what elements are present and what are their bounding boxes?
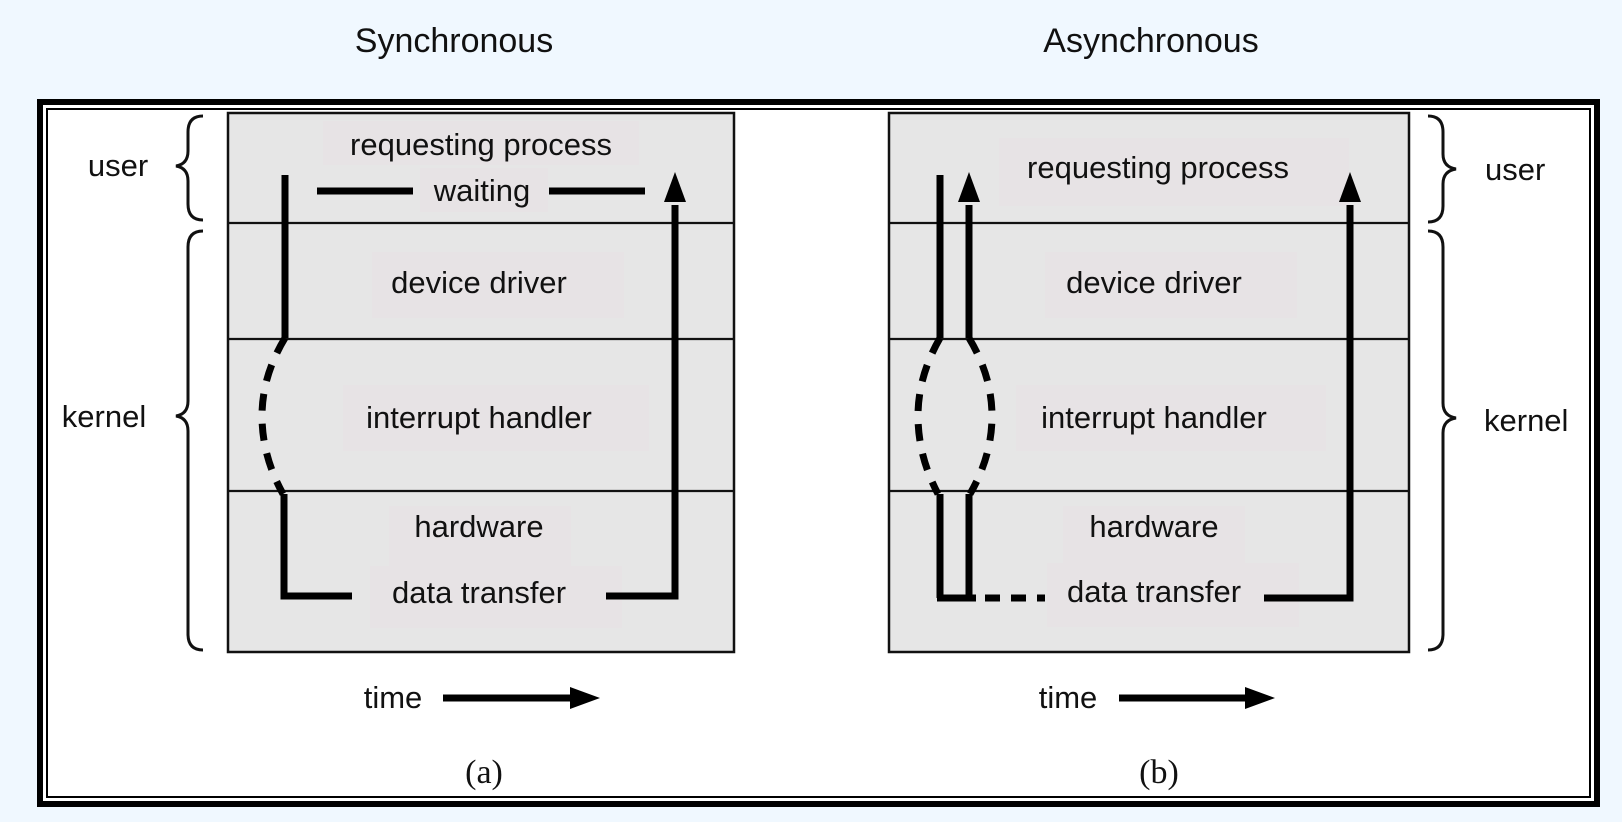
side-label-kernel: kernel [1484, 403, 1568, 438]
label-hardware: hardware [414, 509, 543, 544]
panel-synchronous: requesting process waiting device driver… [62, 111, 736, 791]
side-label-user: user [1485, 152, 1545, 187]
label-waiting: waiting [433, 173, 531, 208]
time-arrow-head [570, 687, 600, 709]
label-requesting-process: requesting process [1027, 150, 1289, 185]
arrow-head-early-return [958, 172, 980, 202]
side-label-kernel: kernel [62, 399, 146, 434]
brace-kernel [175, 229, 204, 652]
flow-hardware-left [280, 494, 352, 600]
side-label-user: user [88, 148, 148, 183]
panel-asynchronous: requesting process device driver interru… [887, 111, 1568, 791]
brace-user [1427, 114, 1457, 224]
flow-return-up [606, 205, 679, 600]
label-device-driver: device driver [1066, 265, 1242, 300]
label-device-driver: device driver [391, 265, 567, 300]
label-data-transfer: data transfer [392, 575, 566, 610]
title-synchronous: Synchronous [355, 22, 553, 60]
caption-a: (a) [465, 754, 503, 791]
arrow-head-up [664, 172, 686, 202]
title-asynchronous: Asynchronous [1043, 22, 1258, 60]
caption-b: (b) [1139, 754, 1179, 791]
label-interrupt-handler: interrupt handler [1041, 400, 1267, 435]
brace-kernel [1427, 229, 1457, 652]
time-label: time [1039, 680, 1098, 715]
time-arrow-head [1245, 687, 1275, 709]
label-hardware: hardware [1089, 509, 1218, 544]
brace-user [175, 114, 204, 222]
label-requesting-process: requesting process [350, 127, 612, 162]
label-data-transfer: data transfer [1067, 574, 1241, 609]
arrow-head-up [1339, 172, 1361, 202]
label-interrupt-handler: interrupt handler [366, 400, 592, 435]
flow-return-up [1264, 205, 1354, 602]
time-label: time [364, 680, 423, 715]
